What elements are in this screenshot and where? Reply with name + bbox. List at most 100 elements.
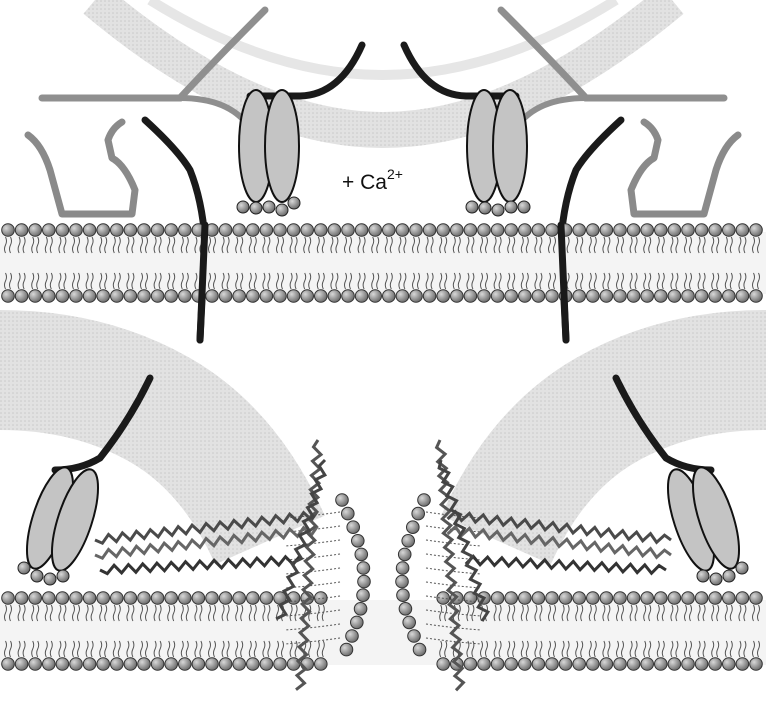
lipid-head [355, 548, 368, 561]
lipid-head [111, 290, 124, 303]
lipid-head [328, 290, 341, 303]
lipid-head [587, 592, 600, 605]
lipid-head [412, 507, 425, 520]
lipid-head [451, 290, 464, 303]
lipid-head [491, 658, 504, 671]
lipid-head [233, 658, 246, 671]
lipid-head [29, 224, 42, 237]
lipid-head [111, 658, 124, 671]
lipid-head [315, 592, 328, 605]
lipid-head [219, 592, 232, 605]
lipid-head [351, 535, 364, 548]
lipid-head [695, 658, 708, 671]
lipid-head [260, 224, 273, 237]
lipid-head [750, 592, 763, 605]
lipid-head [723, 290, 736, 303]
lipid-head [627, 592, 640, 605]
lipid-head [336, 494, 349, 507]
lipid-head [655, 224, 668, 237]
lipid-head [573, 592, 586, 605]
top-left-calcium-cluster [237, 197, 300, 216]
lipid-head [179, 290, 192, 303]
lipid-head [70, 290, 83, 303]
lipid-head [274, 290, 287, 303]
lipid-head [179, 658, 192, 671]
lipid-head [2, 592, 15, 605]
lipid-head [2, 658, 15, 671]
lipid-head [357, 562, 370, 575]
lipid-head [587, 224, 600, 237]
lipid-head [15, 592, 28, 605]
lipid-head [342, 290, 355, 303]
lipid-head [111, 592, 124, 605]
lipid-head [655, 592, 668, 605]
lipid-head [347, 521, 360, 534]
lipid-head [750, 290, 763, 303]
lipid-head [233, 592, 246, 605]
top-vesicle-inner [150, 0, 616, 75]
lipid-head [206, 592, 219, 605]
lipid-head [709, 224, 722, 237]
lipid-head [15, 658, 28, 671]
top-left-transmembrane-segment [200, 225, 205, 340]
lipid-head [723, 224, 736, 237]
lipid-head [600, 658, 613, 671]
lipid-head [97, 224, 110, 237]
lipid-head [407, 521, 420, 534]
lipid-head [124, 224, 137, 237]
top-lipid-bilayer [0, 224, 766, 340]
lipid-head [83, 224, 96, 237]
lipid-head [519, 290, 532, 303]
lipid-head [43, 658, 56, 671]
lipid-head [546, 658, 559, 671]
lipid-head [408, 630, 421, 643]
lipid-head [418, 494, 431, 507]
lipid-head [340, 643, 353, 656]
lipid-head [682, 592, 695, 605]
lipid-head [233, 290, 246, 303]
lipid-head [600, 592, 613, 605]
lipid-head [627, 224, 640, 237]
lipid-head [165, 224, 178, 237]
lipid-head [233, 224, 246, 237]
lipid-head [709, 290, 722, 303]
top-left-ellipse-2 [265, 90, 299, 202]
lipid-head [614, 224, 627, 237]
lipid-head [151, 224, 164, 237]
lipid-head [56, 290, 69, 303]
bottom-panel [0, 370, 766, 690]
lipid-head [138, 290, 151, 303]
lipid-head [179, 224, 192, 237]
lipid-head [124, 658, 137, 671]
lipid-head [342, 507, 355, 520]
lipid-head [655, 658, 668, 671]
lipid-head [423, 290, 436, 303]
lipid-head [247, 658, 260, 671]
top-right-transmembrane-segment [561, 225, 566, 340]
lipid-head [532, 224, 545, 237]
lipid-head [573, 290, 586, 303]
lipid-head [627, 290, 640, 303]
lipid-head [358, 575, 371, 588]
lipid-head [695, 290, 708, 303]
snare-helix [466, 556, 666, 573]
lipid-head [478, 658, 491, 671]
lipid-head [402, 535, 415, 548]
lipid-head [151, 290, 164, 303]
lipid-head [111, 224, 124, 237]
lipid-head [573, 658, 586, 671]
lipid-head [355, 224, 368, 237]
lipid-head [396, 290, 409, 303]
calcium-addition-label: + Ca2+ [342, 168, 403, 195]
lipid-head [315, 224, 328, 237]
lipid-head [532, 658, 545, 671]
lipid-head [491, 224, 504, 237]
lipid-head [668, 592, 681, 605]
lipid-head [219, 224, 232, 237]
lipid-head [357, 589, 370, 602]
lipid-head [260, 592, 273, 605]
lipid-head [641, 592, 654, 605]
lipid-head [437, 290, 450, 303]
